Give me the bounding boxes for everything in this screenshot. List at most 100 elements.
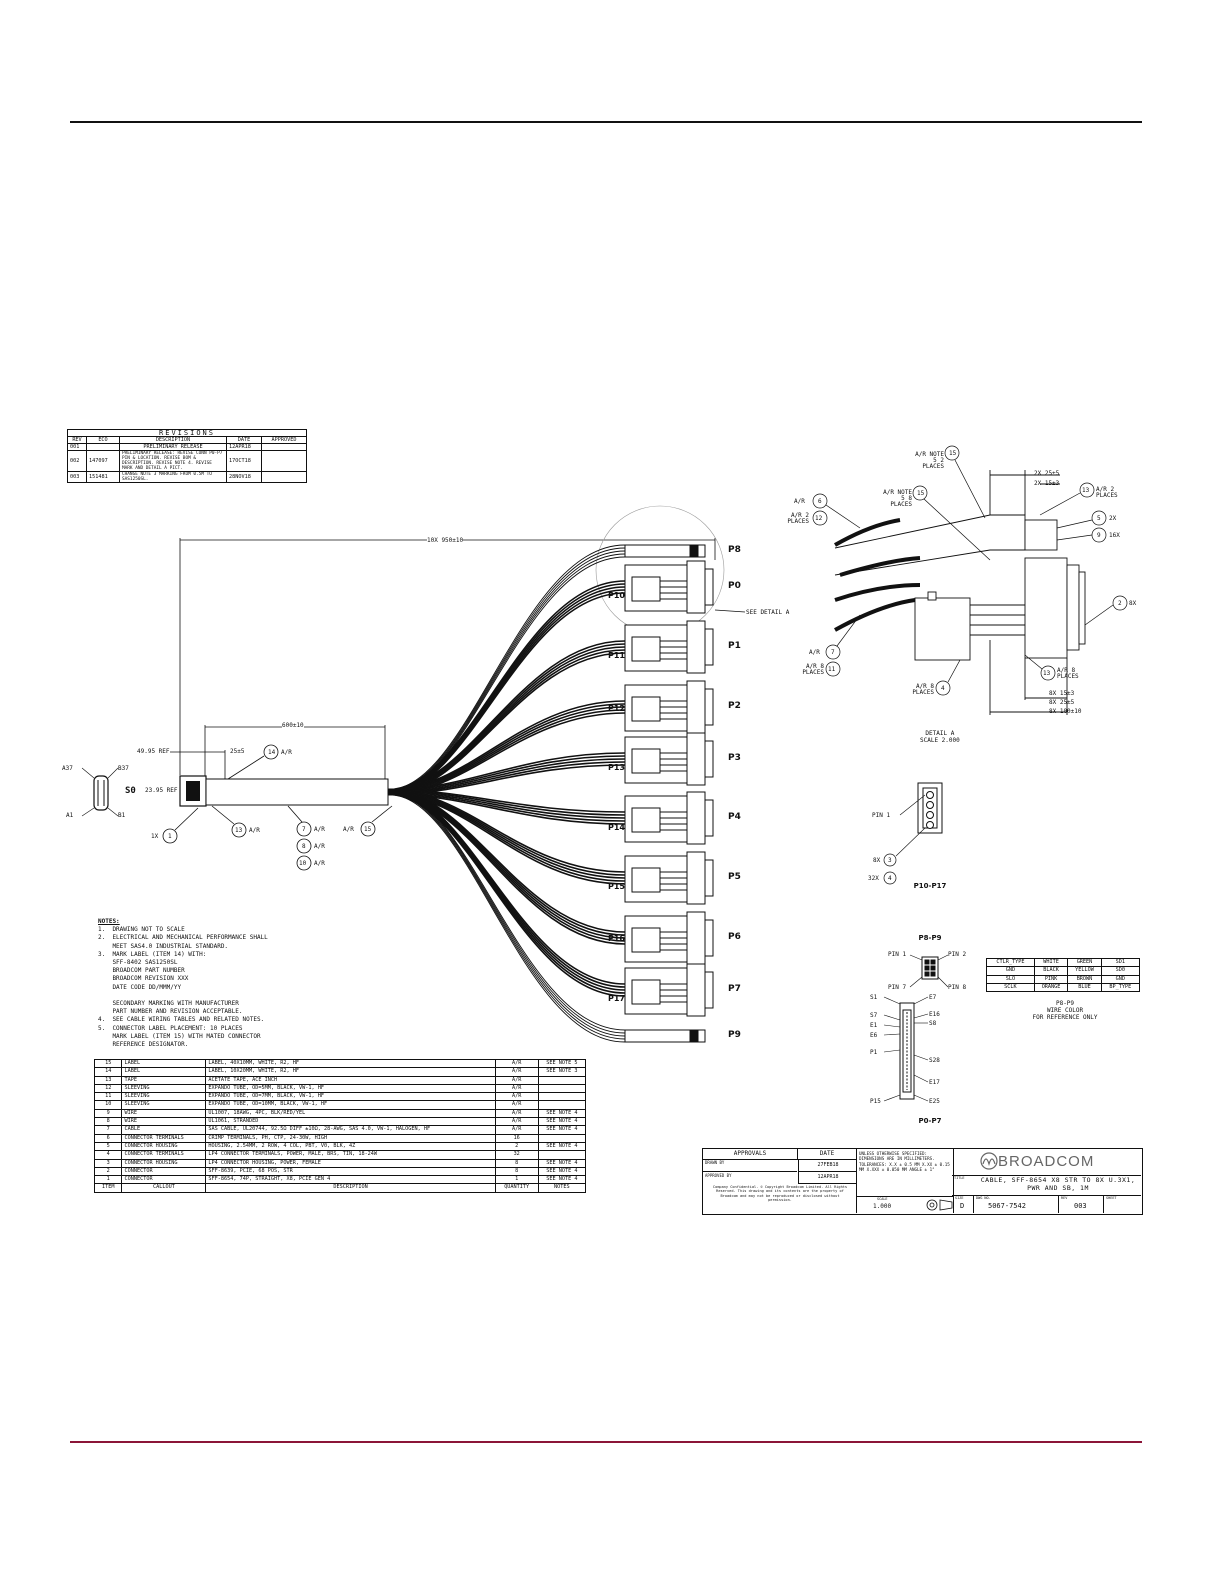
p10-p17-drawing: [883, 782, 943, 885]
detail-a-caption: DETAIL A SCALE 2.000: [920, 730, 960, 744]
detail-callout-9-qty: 16X: [1109, 532, 1120, 539]
end-connector: [624, 963, 714, 1017]
bom-cell: A/R: [494, 1058, 539, 1069]
title-label: TITLE: [954, 1176, 965, 1180]
p0-p7-drawing: [883, 996, 929, 1102]
breakout-wire: [387, 703, 626, 792]
wire-color-cell: YELLOW: [1067, 966, 1102, 976]
b1-label: B1: [118, 812, 126, 819]
detail-dim-4: 8X 25±5: [1049, 699, 1075, 706]
bom-cell: 1: [93, 1175, 123, 1185]
tolerances-block: UNLESS OTHERWISE SPECIFIED: DIMENSIONS A…: [859, 1151, 950, 1173]
bottom-rule: [70, 1441, 1142, 1443]
bom-cell: 16: [494, 1133, 539, 1143]
bom-cell: SEE NOTE 3: [537, 1067, 587, 1077]
wire-color-cell: SLO: [986, 974, 1035, 984]
bom-cell: SEE NOTE 4: [537, 1166, 587, 1177]
bom-cell: WIRE: [121, 1117, 207, 1127]
breakout-wire: [387, 793, 626, 1043]
detail-callout-6-qty: A/R: [794, 498, 805, 505]
rev-value: 003: [1074, 1202, 1087, 1210]
breakout-wire: [387, 788, 626, 933]
bom-cell: SEE NOTE 4: [537, 1141, 587, 1152]
revision-row: 003 151481 CHANGE NOTE 3 MARKING FROM 0.…: [67, 471, 307, 483]
bom-cell: 32: [494, 1150, 539, 1160]
detail-callout-13b: 13: [1043, 670, 1051, 677]
ref-length-dim: 49.95 REF: [137, 748, 170, 755]
detail-dim-5: 8X 100±10: [1049, 708, 1082, 715]
dwg-no-value: 5067-7542: [988, 1202, 1026, 1210]
revision-cell: 28NOV18: [226, 471, 262, 483]
revision-cell: CHANGE NOTE 3 MARKING FROM 0.5M TO SAS12…: [119, 471, 227, 483]
bom-cell: 6: [93, 1133, 123, 1143]
bom-cell: CONNECTOR TERMINALS: [121, 1150, 207, 1160]
bom-cell: [537, 1083, 587, 1094]
breakout-wires: [387, 544, 626, 1043]
end-connector: [624, 680, 714, 734]
bom-footer-cell: NOTES: [537, 1183, 587, 1193]
connector-label-p12: P12: [608, 704, 625, 713]
bom-cell: SEE NOTE 4: [537, 1125, 587, 1135]
callout-13-qty: A/R: [249, 827, 260, 834]
bom-cell: 2: [93, 1166, 123, 1177]
connector-label-p6: P6: [728, 932, 741, 942]
p0-left-pin-label: S7: [870, 1012, 878, 1019]
broadcom-wordmark: BROADCOM: [998, 1153, 1095, 1170]
detail-a-title: DETAIL A: [925, 730, 955, 737]
callout-8-qty: A/R: [314, 843, 325, 850]
p10-callout-3: 3: [888, 857, 892, 864]
p10-callout-3-qty: 8X: [873, 857, 881, 864]
bom-cell: [537, 1075, 587, 1085]
bom-cell: [537, 1100, 587, 1110]
breakout-wire: [387, 790, 626, 816]
detail-callout-15b: 15: [917, 490, 925, 497]
connector-label-p13: P13: [608, 763, 625, 772]
connector-label-p10: P10: [608, 591, 625, 600]
wire-color-cell: PINK: [1033, 974, 1069, 984]
end-connector: [624, 544, 706, 558]
bom-cell: SEE NOTE 4: [537, 1175, 587, 1185]
bom-cell: 11: [93, 1092, 123, 1102]
breakout-wire: [387, 550, 626, 793]
a37-label: A37: [62, 765, 73, 772]
bom-cell: 2: [494, 1141, 539, 1152]
notes-block: NOTES: 1. DRAWING NOT TO SCALE 2. ELECTR…: [98, 918, 268, 1049]
bom-cell: A/R: [494, 1100, 539, 1110]
breakout-wire: [387, 583, 626, 792]
p0-left-pin-label: S1: [870, 994, 878, 1001]
bom-cell: A/R: [494, 1067, 539, 1077]
p10-callout-4: 4: [888, 875, 892, 882]
a1-label: A1: [66, 812, 74, 819]
bom-cell: HOUSING, 2.54MM, 2 ROW, 4 COL, PBT, V0, …: [205, 1141, 496, 1152]
date-header: DATE: [798, 1149, 856, 1160]
detail-callout-2-qty: 8X: [1129, 600, 1137, 607]
p0-right-pin-label: E16: [929, 1011, 940, 1018]
breakout-wire: [387, 592, 626, 796]
connector-label-p7: P7: [728, 984, 741, 994]
callout-14-num: 14: [268, 749, 276, 756]
bom-cell: SLEEVING: [121, 1100, 207, 1110]
bom-cell: SLEEVING: [121, 1092, 207, 1102]
detail-a-drawing: [834, 470, 1086, 715]
end-connectors: [624, 544, 714, 1043]
bom-cell: 3: [93, 1158, 123, 1168]
bom-cell: 13: [93, 1075, 123, 1085]
bom-cell: SFF-8654, 74P, STRAIGHT, X8, PCIE GEN 4: [205, 1175, 496, 1185]
bom-cell: 14: [93, 1067, 123, 1077]
bom-footer-cell: CALLOUT: [121, 1183, 207, 1193]
bom-cell: SEE NOTE 5: [537, 1058, 587, 1069]
confidential-notice: Company Confidential. © Copyright Broadc…: [712, 1185, 848, 1202]
